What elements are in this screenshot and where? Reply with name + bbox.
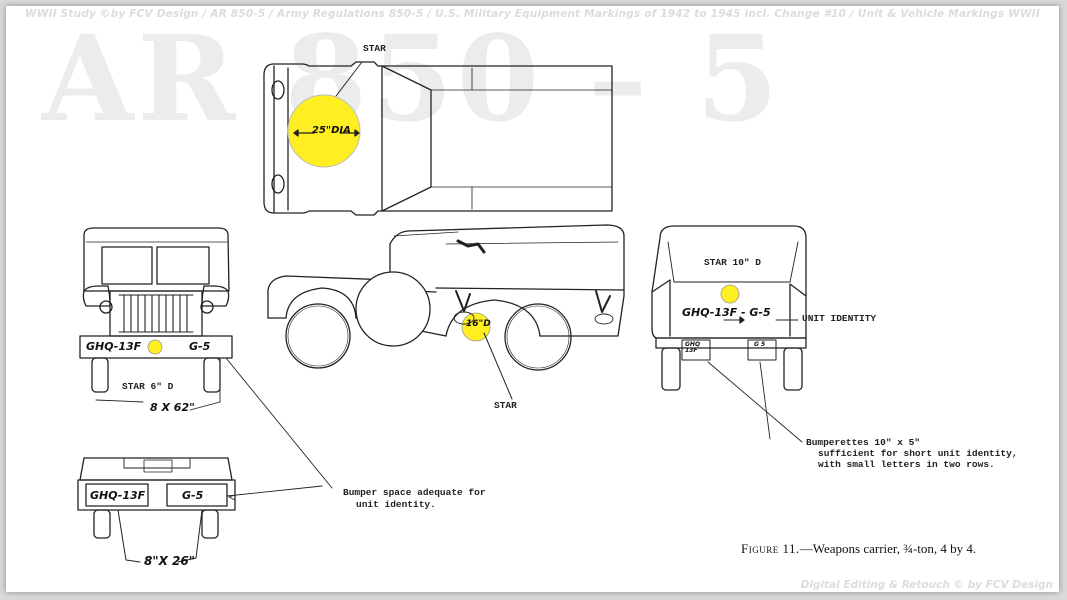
front-dim-label: 8 X 62": [150, 401, 195, 414]
front-star-label: STAR 6" D: [122, 381, 174, 392]
figure-caption: Figure 11.—Weapons carrier, ¾-ton, 4 by …: [741, 541, 976, 557]
front-plate-left-label: GHQ-13F: [86, 340, 142, 353]
figure-number: Figure 11.: [741, 541, 800, 556]
bumperettes-line2: sufficient for short unit identity,: [818, 448, 1018, 459]
vehicle-diagram: [77, 61, 807, 563]
rear-star-circle: [720, 284, 740, 304]
bottom-plate-right-label: G-5: [182, 489, 204, 502]
front-plate-right-label: G-5: [189, 340, 211, 353]
bottom-plate-left-label: GHQ-13F: [90, 489, 146, 502]
unit-identity-label: UNIT IDENTITY: [802, 313, 877, 324]
side-star-label: STAR: [494, 400, 517, 411]
rear-plate-label: GHQ-13F - G-5: [682, 306, 771, 319]
front-view: [79, 227, 233, 411]
top-star-circle: [287, 94, 361, 168]
top-view: [263, 61, 613, 216]
rear-bumper-right-label: G 5: [754, 341, 766, 348]
credit-top: WWII Study ©by FCV Design / AR 850-5 / A…: [25, 8, 1040, 20]
rear-view: [651, 225, 807, 443]
bumper-note-line2: unit identity.: [356, 499, 436, 510]
watermark-ar-850-5: AR 850 – 5: [42, 9, 783, 148]
document-sheet: AR 850 – 5 WWII Study ©by FCV Design / A…: [6, 6, 1059, 592]
side-star-size-label: 16"D: [466, 319, 491, 329]
bumperettes-line3: with small letters in two rows.: [818, 459, 995, 470]
bottom-dim-label: 8"X 26": [144, 554, 195, 568]
front-star-circle: [147, 339, 163, 355]
figure-title: —Weapons carrier, ¾-ton, 4 by 4.: [799, 541, 977, 556]
bumper-view: [77, 457, 323, 563]
credit-bottom: Digital Editing & Retouch © by FCV Desig…: [800, 579, 1053, 591]
top-star-label: STAR: [363, 43, 386, 54]
bumperettes-line1: Bumperettes 10" x 5": [806, 437, 921, 448]
rear-star-label: STAR 10" D: [704, 257, 762, 268]
top-star-dia-label: 25"DIA: [312, 125, 351, 136]
bumper-note-line1: Bumper space adequate for: [343, 487, 486, 498]
rear-bumper-left-label: GHQ 13F: [685, 341, 701, 354]
side-view: [267, 224, 625, 400]
side-star-circle: [461, 312, 491, 342]
